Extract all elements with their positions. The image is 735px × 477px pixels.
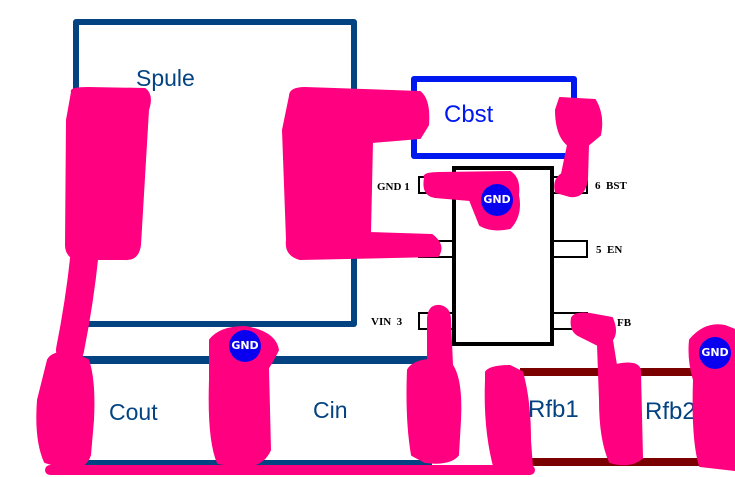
gnd-via-cout-cin[interactable]: GND xyxy=(229,330,261,362)
pin-label-bst-6: 6 BST xyxy=(595,180,627,192)
cout-label: Cout xyxy=(109,399,158,425)
pin-label-fb: FB xyxy=(617,317,632,329)
pin-label-en-5: 5 EN xyxy=(596,244,623,256)
trace-inductor-to-cout xyxy=(56,236,99,364)
cin-label: Cin xyxy=(313,397,348,423)
trace-cout-pad xyxy=(36,351,95,470)
trace-inductor-right-pad-sw xyxy=(282,87,442,260)
inductor-label: Spule xyxy=(136,65,195,91)
pin-label-vin-3: VIN 3 xyxy=(371,316,403,328)
rfb2-label: Rfb2 xyxy=(645,398,696,425)
gnd-via-ic[interactable]: GND xyxy=(481,184,513,216)
trace-rfb1-left-pad xyxy=(484,365,533,471)
trace-inductor-left-pad xyxy=(65,87,151,261)
trace-gnd-cout-cin xyxy=(208,326,279,468)
rfb1-label: Rfb1 xyxy=(528,396,579,423)
trace-fb xyxy=(570,312,643,466)
pin-label-gnd-1: GND 1 xyxy=(377,181,410,193)
trace-vin-pin3 xyxy=(406,304,462,464)
trace-cbst-to-bst xyxy=(554,97,603,198)
gnd-via-rfb2[interactable]: GND xyxy=(699,337,731,369)
cbst-label: Cbst xyxy=(444,101,494,128)
